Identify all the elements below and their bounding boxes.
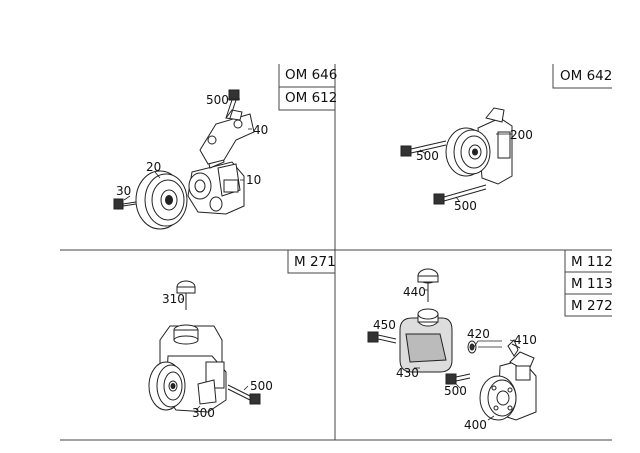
callout-500: 500 — [206, 93, 229, 107]
bolt-icon — [227, 384, 261, 405]
bracket-icon — [199, 109, 255, 165]
callout-40: 40 — [253, 123, 269, 137]
q3-pump-assembly — [148, 280, 261, 413]
engine-label-m112: M 112 — [571, 254, 613, 270]
q3-leader-lines — [181, 298, 249, 411]
engine-label-om646: OM 646 — [285, 67, 338, 83]
callout-200: 200 — [510, 128, 533, 142]
pump-body-icon — [479, 351, 537, 421]
callout-30: 30 — [116, 184, 132, 198]
bolt-icon — [225, 89, 240, 119]
reservoir-cap-icon — [176, 280, 196, 310]
callout-410: 410 — [514, 333, 537, 347]
engine-label-om642: OM 642 — [560, 68, 613, 84]
q1-pump-assembly — [113, 89, 255, 230]
om642-box — [552, 64, 612, 89]
q1-leader-lines — [123, 98, 252, 201]
callout-500: 500 — [454, 199, 477, 213]
m271-box — [287, 250, 335, 274]
engine-label-om612: OM 612 — [285, 90, 338, 106]
bolt-icon — [400, 140, 447, 157]
seal-ring-icon — [467, 340, 477, 354]
grid-lines — [60, 64, 612, 441]
engine-label-m271: M 271 — [294, 254, 336, 270]
engine-label-m113: M 113 — [571, 276, 613, 292]
callout-430: 430 — [396, 366, 419, 380]
callout-10: 10 — [246, 173, 262, 187]
callout-500: 500 — [250, 379, 273, 393]
bolt-icon — [367, 331, 397, 344]
callout-500: 500 — [444, 384, 467, 398]
om646-612-box — [278, 64, 335, 111]
callout-310: 310 — [162, 292, 185, 306]
pulley-icon — [148, 361, 186, 411]
callout-20: 20 — [146, 160, 162, 174]
callout-500: 500 — [416, 149, 439, 163]
bolt-icon — [113, 198, 137, 210]
callout-400: 400 — [464, 418, 487, 432]
q4-leader-lines — [414, 289, 515, 421]
engine-label-boxes — [278, 64, 612, 317]
engine-label-m272: M 272 — [571, 298, 613, 314]
callout-300: 300 — [192, 406, 215, 420]
q2-pump-assembly — [400, 107, 513, 205]
pulley-icon — [445, 127, 491, 177]
pulley-icon — [135, 170, 188, 230]
bolt-icon — [433, 184, 487, 205]
callout-450: 450 — [373, 318, 396, 332]
bolt-icon — [445, 373, 471, 385]
reservoir-icon — [399, 308, 453, 373]
callout-420: 420 — [467, 327, 490, 341]
clamp-icon — [507, 339, 521, 357]
q4-pump-assembly — [367, 268, 537, 421]
reservoir-cap-icon — [417, 268, 439, 302]
q2-leader-lines — [419, 133, 512, 203]
callout-440: 440 — [403, 285, 426, 299]
